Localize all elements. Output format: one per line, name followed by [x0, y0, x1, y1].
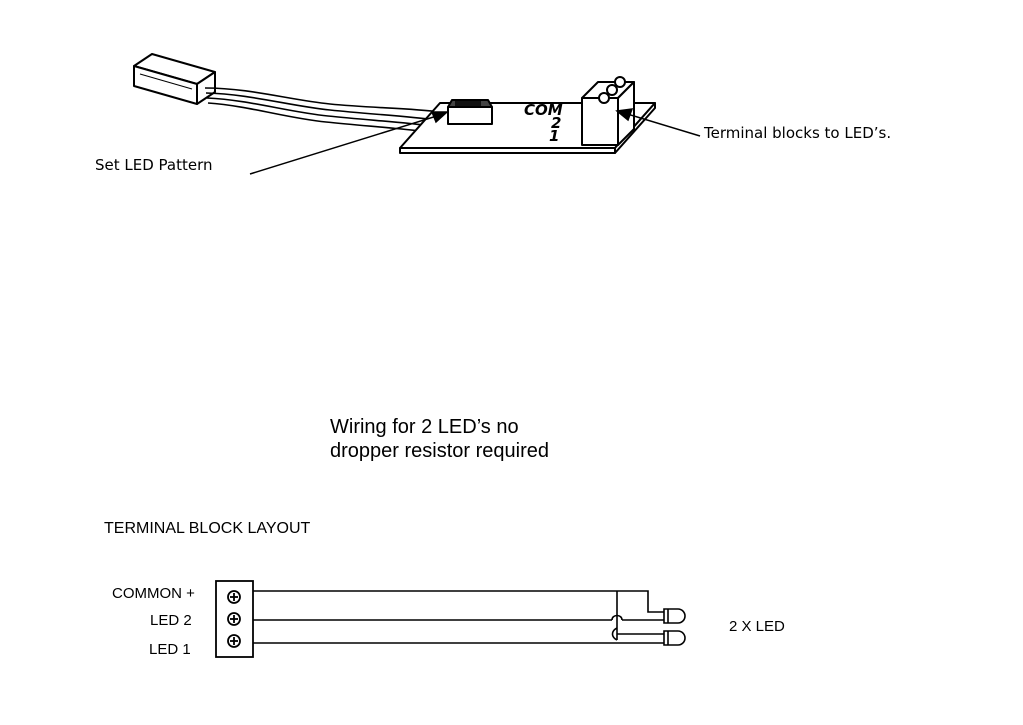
terminal-block-schematic [215, 580, 254, 658]
servo-cable [204, 87, 441, 133]
terminal-block-layout-heading: TERMINAL BLOCK LAYOUT [104, 520, 310, 537]
label-terminal-blocks: Terminal blocks to LED’s. [703, 124, 891, 142]
led-2-icon [663, 608, 686, 624]
pcb-label-1: 1 [549, 127, 559, 145]
callout-arrow-terminal [615, 108, 701, 137]
label-set-led-pattern: Set LED Pattern [95, 156, 213, 174]
wiring-title-line1: Wiring for 2 LED’s no [330, 416, 519, 438]
pcb-label-2: 2 [551, 114, 561, 132]
screw-icon-led1 [227, 634, 241, 648]
screw-icon-led2 [227, 612, 241, 626]
terminal-label-common: COMMON + [112, 585, 195, 602]
wires [253, 590, 664, 644]
wiring-title-line2: dropper resistor required [330, 440, 549, 462]
terminal-label-led2: LED 2 [150, 612, 192, 629]
pcb-label-com: COM [524, 101, 563, 119]
led-1-icon [663, 630, 686, 646]
led-count-label: 2 X LED [729, 618, 785, 635]
screw-icon-common [227, 590, 241, 604]
pcb-labels: COM 2 1 [524, 101, 563, 145]
pattern-switch [447, 99, 493, 125]
terminal-label-led1: LED 1 [149, 641, 191, 658]
servo-connector-plug [133, 53, 216, 105]
callout-arrow-switch [249, 111, 449, 175]
